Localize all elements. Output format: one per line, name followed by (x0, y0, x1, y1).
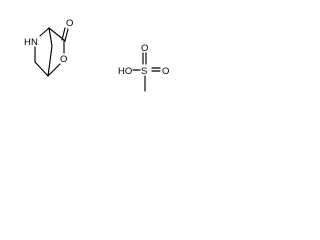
atom-label-ho: HO (118, 66, 132, 77)
bond-carbonyl-to-oxygen-double-b (64, 28, 69, 42)
atom-label-s: S (141, 66, 147, 77)
structure-canvas: H N O O HO S O O (24, 18, 169, 92)
bond-bridge-ch2-to-bridgehead-bottom (47, 45, 53, 77)
atom-label-carbonyl-o: O (66, 18, 73, 29)
atom-label-o-right: O (162, 66, 169, 77)
bond-ch2-left-to-bridgehead-bottom (34, 61, 49, 77)
atom-label-h: H (24, 37, 31, 48)
atom-label-n: N (31, 37, 38, 48)
bond-carbonyl-to-oxygen-double-a (61, 27, 66, 41)
atom-label-o-top: O (141, 43, 148, 54)
atom-label-ring-o: O (60, 54, 67, 65)
methanesulfonic-acid-structure: HO S O O (118, 43, 169, 92)
bond-ring-oxygen-to-bridgehead-bottom (47, 63, 61, 77)
bond-bridgehead-top-to-carbonyl (48, 27, 65, 41)
bicyclic-lactone-structure: H N O O (24, 18, 73, 77)
bond-bridgehead-top-to-bridge-ch2 (48, 27, 53, 47)
bond-n-h-to-bridgehead-top (39, 27, 50, 37)
